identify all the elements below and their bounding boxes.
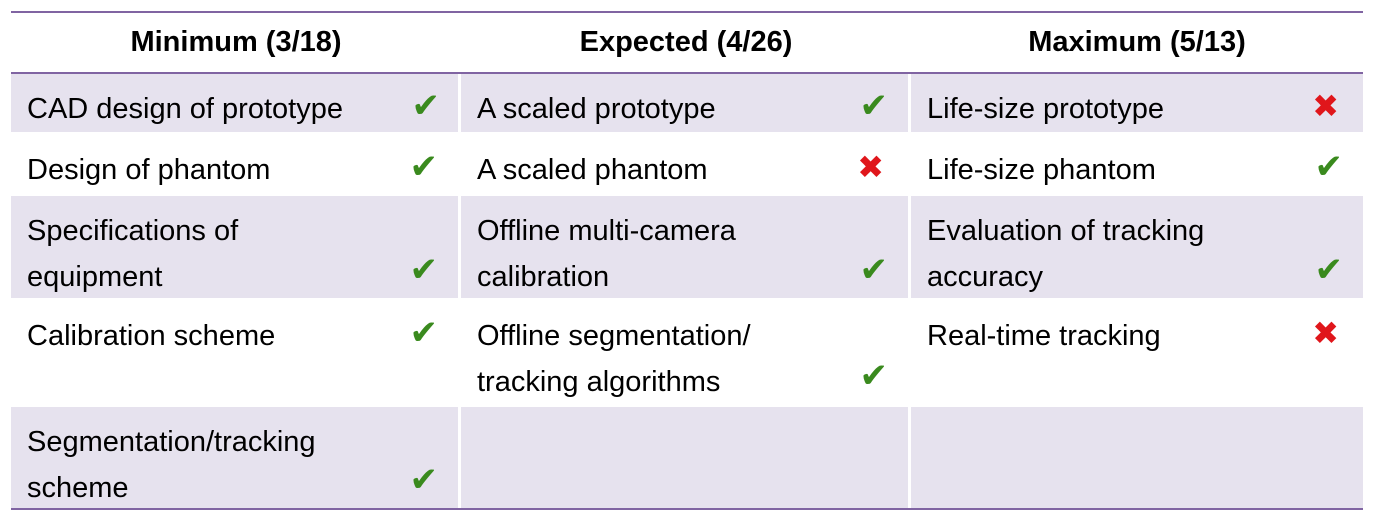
header-divider-rule	[11, 72, 1363, 74]
table-row: Segmentation/tracking scheme ✔	[11, 407, 1363, 508]
table-cell: Design of phantom ✔	[11, 135, 461, 193]
cell-text: Real-time tracking	[927, 320, 1161, 352]
cell-text: Specifications of equipment	[27, 215, 239, 293]
cell-text: Life-size prototype	[927, 93, 1164, 125]
check-icon: ✔	[409, 148, 439, 186]
check-icon: ✔	[1314, 148, 1344, 186]
table-cell: Offline multi-camera calibration ✔	[461, 196, 911, 298]
check-icon: ✔	[409, 251, 439, 289]
check-icon: ✔	[859, 251, 889, 289]
cell-text: Offline multi-camera calibration	[477, 215, 736, 293]
table-header-row: Minimum (3/18) Expected (4/26) Maximum (…	[11, 13, 1363, 72]
table-cell: Segmentation/tracking scheme ✔	[11, 407, 461, 508]
cell-text: Calibration scheme	[27, 320, 276, 352]
cell-text: A scaled phantom	[477, 154, 708, 186]
table-cell: A scaled prototype ✔	[461, 74, 911, 132]
cell-text: A scaled prototype	[477, 93, 716, 125]
check-icon: ✔	[859, 357, 889, 395]
table-cell: Real-time tracking ✖	[911, 301, 1363, 404]
cross-icon: ✖	[1312, 315, 1339, 351]
check-icon: ✔	[409, 314, 439, 352]
table-top-rule	[11, 11, 1363, 13]
cell-text: Life-size phantom	[927, 154, 1156, 186]
table-row: Design of phantom ✔ A scaled phantom ✖ L…	[11, 135, 1363, 196]
table-bottom-rule	[11, 508, 1363, 510]
table-row: CAD design of prototype ✔ A scaled proto…	[11, 74, 1363, 135]
cell-text: Segmentation/tracking scheme	[27, 426, 316, 504]
cell-text: Design of phantom	[27, 154, 271, 186]
table-body: CAD design of prototype ✔ A scaled proto…	[11, 74, 1363, 508]
table-cell: Specifications of equipment ✔	[11, 196, 461, 298]
table-cell: Offline segmentation/ tracking algorithm…	[461, 301, 911, 404]
table-cell-empty	[461, 407, 911, 508]
cell-text: Offline segmentation/ tracking algorithm…	[477, 320, 751, 398]
cell-text: CAD design of prototype	[27, 93, 343, 125]
table-cell: Calibration scheme ✔	[11, 301, 461, 404]
check-icon: ✔	[859, 87, 889, 125]
check-icon: ✔	[409, 461, 439, 499]
milestone-table: Minimum (3/18) Expected (4/26) Maximum (…	[11, 0, 1363, 522]
table-cell: Life-size phantom ✔	[911, 135, 1363, 193]
table-cell: Evaluation of tracking accuracy ✔	[911, 196, 1363, 298]
cell-text: Evaluation of tracking accuracy	[927, 215, 1205, 293]
header-maximum: Maximum (5/13)	[1028, 26, 1246, 58]
check-icon: ✔	[1314, 251, 1344, 289]
table-cell: CAD design of prototype ✔	[11, 74, 461, 132]
table-cell: Life-size prototype ✖	[911, 74, 1363, 132]
header-expected: Expected (4/26)	[579, 26, 793, 58]
table-row: Specifications of equipment ✔ Offline mu…	[11, 196, 1363, 301]
header-minimum: Minimum (3/18)	[130, 26, 342, 58]
check-icon: ✔	[411, 87, 441, 125]
cross-icon: ✖	[1312, 88, 1339, 124]
cross-icon: ✖	[857, 149, 884, 185]
table-cell: A scaled phantom ✖	[461, 135, 911, 193]
table-cell-empty	[911, 407, 1363, 508]
table-row: Calibration scheme ✔ Offline segmentatio…	[11, 301, 1363, 407]
